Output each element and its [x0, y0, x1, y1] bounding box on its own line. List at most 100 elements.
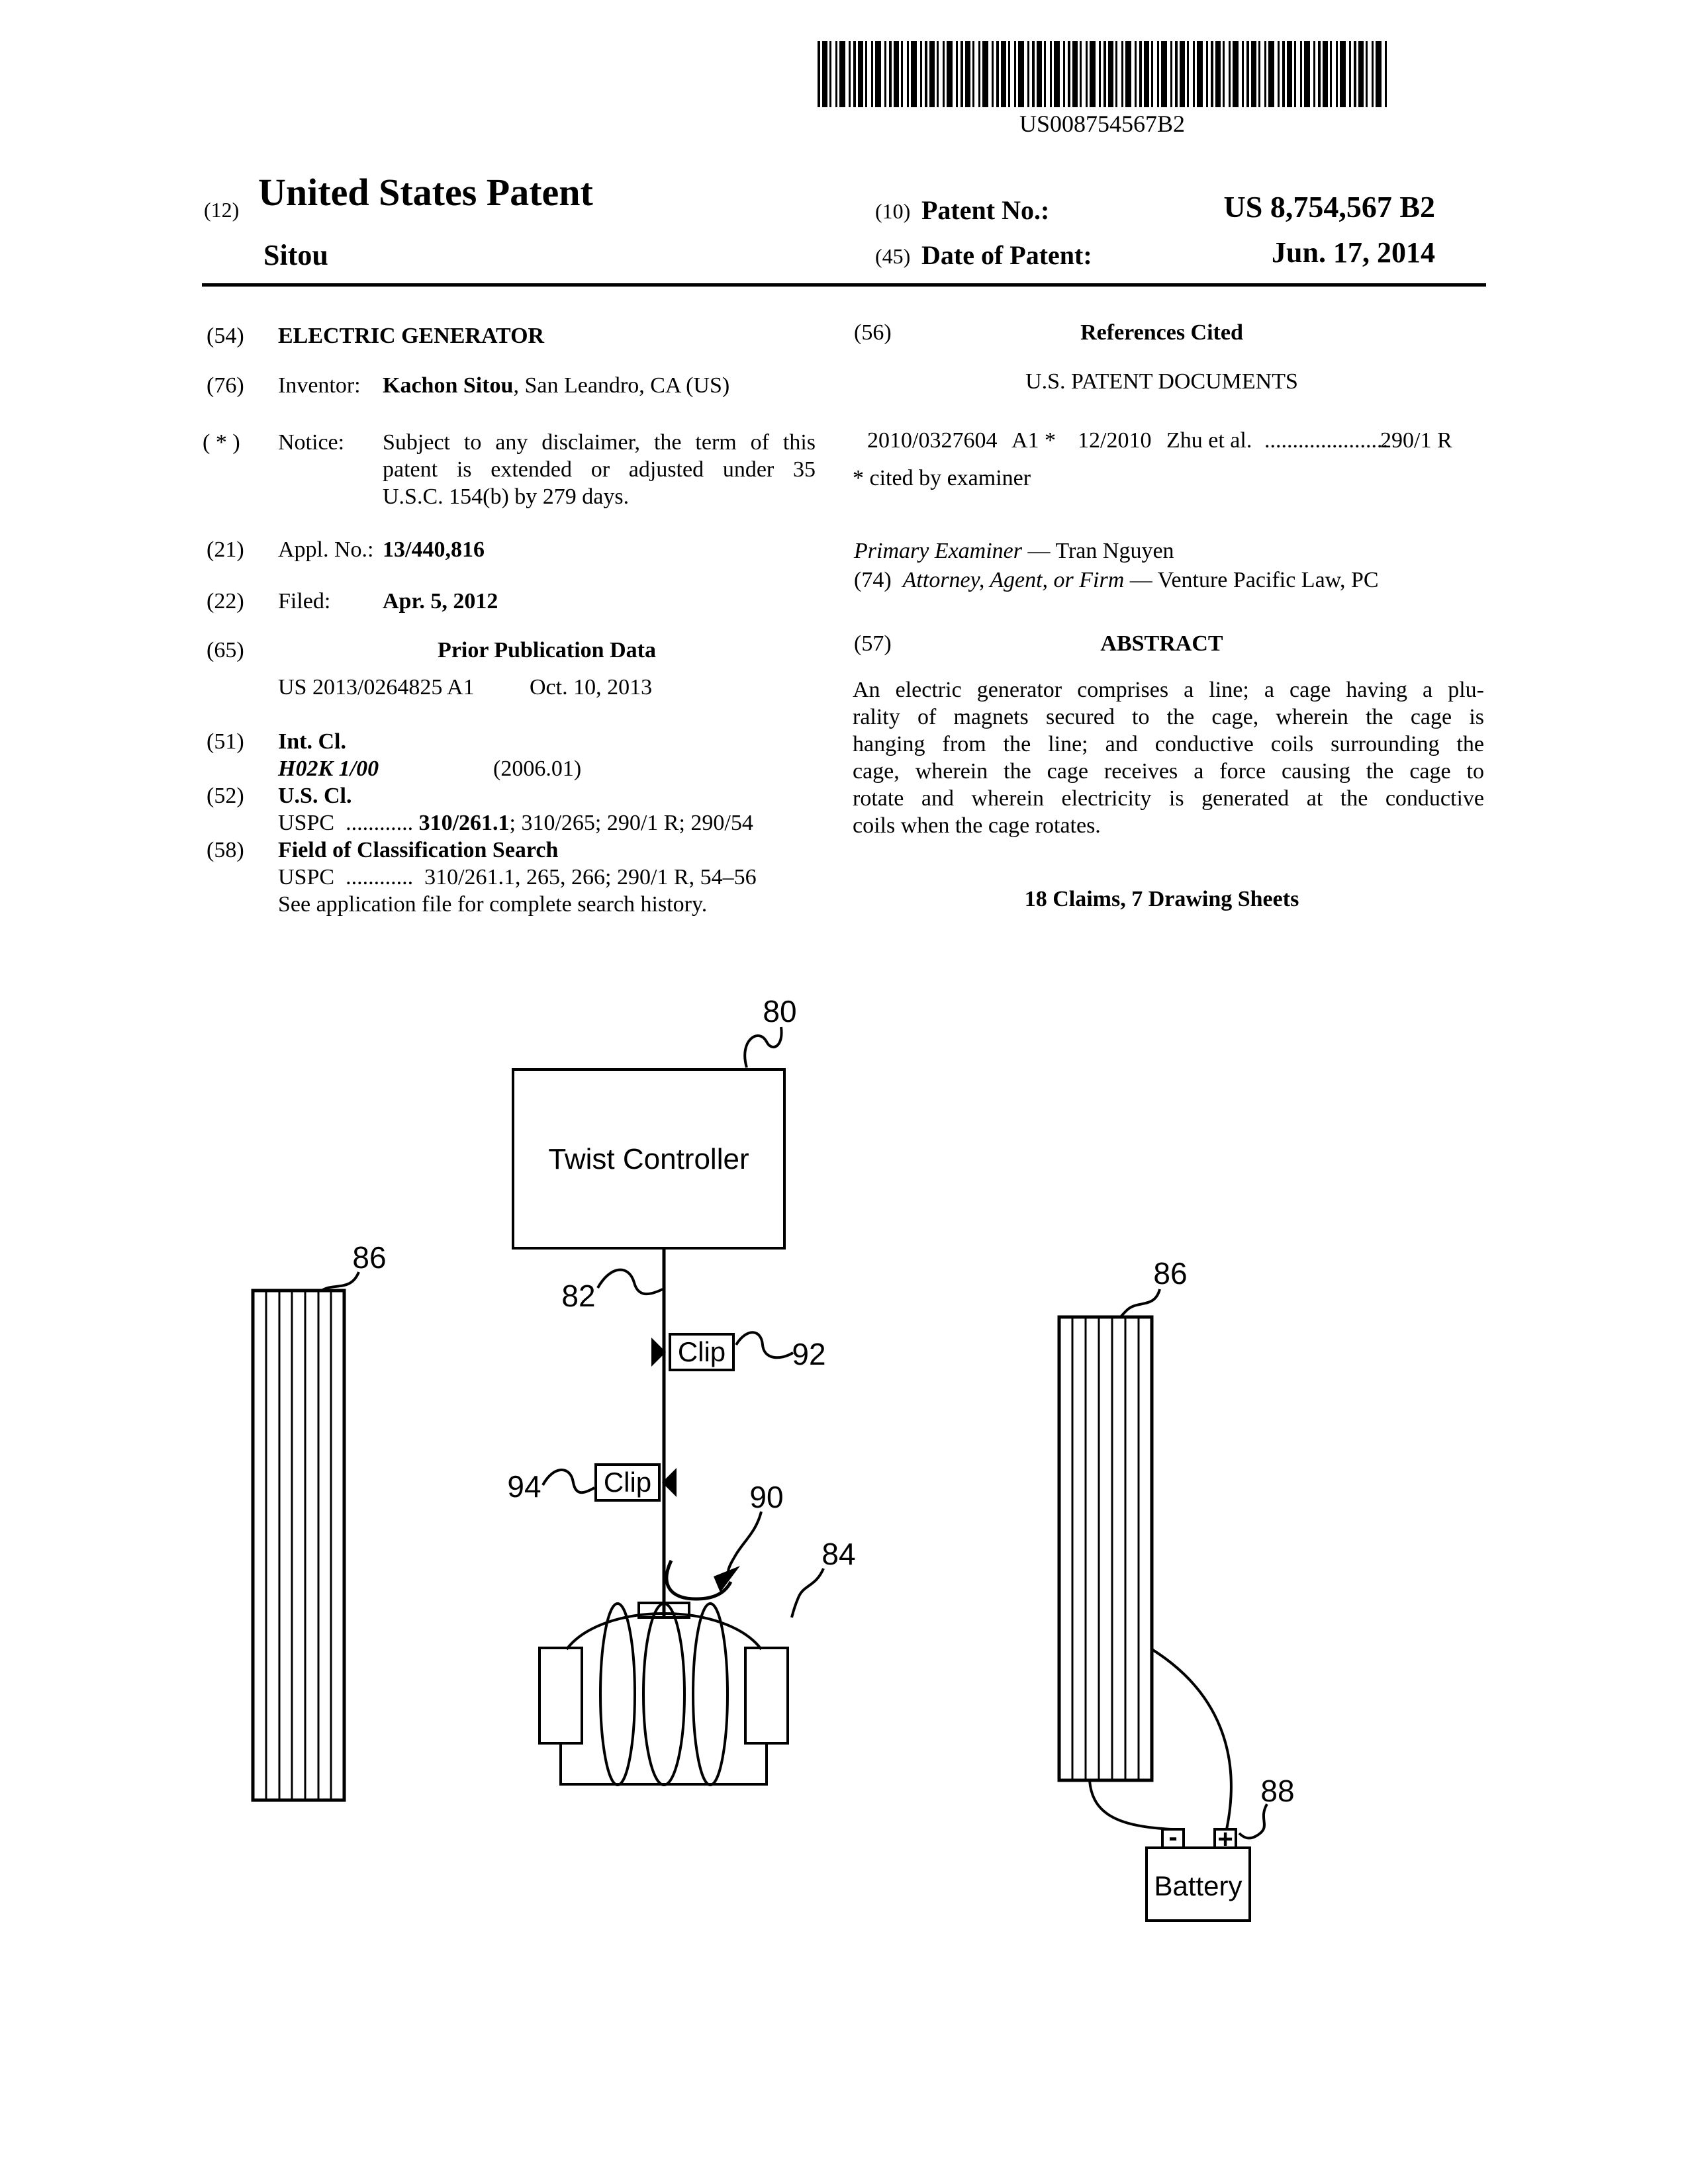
citation-class: 290/1 R	[1380, 428, 1452, 453]
field-51-num: (51)	[207, 729, 244, 754]
citation-number: 2010/0327604	[867, 428, 998, 453]
ref-label-86-right: 86	[1153, 1256, 1187, 1291]
header-kind-num: (12)	[204, 198, 240, 222]
appl-no-label: Appl. No.:	[278, 537, 374, 562]
clip-lower-box	[594, 1463, 661, 1502]
us-cl-value: USPC ............ 310/261.1; 310/265; 29…	[278, 809, 753, 837]
twist-controller-label: Twist Controller	[548, 1143, 749, 1175]
cage-loop	[642, 1602, 686, 1786]
field-search-label: Field of Classification Search	[278, 838, 559, 862]
clip-upper-label: Clip	[678, 1336, 726, 1367]
ref-label-80: 80	[763, 994, 796, 1028]
clip-upper-attachment-icon	[651, 1349, 666, 1367]
citation-name: Zhu et al.	[1166, 428, 1252, 453]
barcode-text: US008754567B2	[1019, 111, 1186, 137]
patent-no-num: (10)	[875, 199, 911, 223]
field-22-num: (22)	[207, 589, 244, 614]
field-74-num: (74)	[854, 568, 892, 592]
coil-left	[251, 1289, 346, 1802]
ref-label-84: 84	[821, 1537, 855, 1571]
prior-pub-date: Oct. 10, 2013	[530, 675, 653, 700]
rotation-arrow-arc	[665, 1559, 733, 1601]
magnet-left	[538, 1647, 583, 1745]
battery-terminal-plus	[1213, 1828, 1237, 1849]
cited-by-examiner-note: * cited by examiner	[853, 466, 1031, 490]
notice-line: Subject to any disclaimer, the term of t…	[383, 430, 816, 455]
uspc-word: USPC	[278, 865, 335, 889]
primary-examiner-line: Primary Examiner — Tran Nguyen	[854, 537, 1174, 565]
clip-upper-box	[669, 1333, 735, 1371]
leader-80	[743, 1026, 783, 1068]
cage-dome	[565, 1612, 763, 1651]
primary-examiner-label: Primary Examiner	[854, 539, 1023, 563]
field-search-value: USPC ............ 310/261.1, 265, 266; 2…	[278, 864, 757, 891]
field-57-num: (57)	[854, 631, 892, 656]
battery-box	[1145, 1846, 1251, 1922]
abstract-line: rotate and wherein electricity is genera…	[853, 786, 1484, 811]
citation-dots: ......................	[1264, 428, 1388, 453]
leader-86-left	[320, 1271, 360, 1292]
us-patent-documents-label: U.S. PATENT DOCUMENTS	[1025, 369, 1298, 394]
leader-84	[790, 1568, 825, 1618]
claims-note: 18 Claims, 7 Drawing Sheets	[1024, 887, 1299, 911]
field-21-num: (21)	[207, 537, 244, 562]
terminal-plus-sign: +	[1217, 1825, 1233, 1854]
date-label: Date of Patent:	[921, 240, 1092, 270]
field-76-num: (76)	[207, 373, 244, 398]
page-title: United States Patent	[258, 171, 593, 214]
cage-loop	[692, 1602, 729, 1786]
leader-82	[596, 1268, 663, 1296]
filed-label: Filed:	[278, 589, 331, 614]
primary-examiner-name: — Tran Nguyen	[1022, 539, 1174, 563]
cage-frame	[559, 1743, 768, 1786]
patent-no-value: US 8,754,567 B2	[1223, 190, 1435, 224]
inventor-label: Inventor:	[278, 373, 361, 398]
notice-label: Notice:	[278, 430, 345, 455]
leader-88	[1238, 1803, 1268, 1840]
ref-label-88: 88	[1260, 1774, 1294, 1808]
ref-label-92: 92	[792, 1337, 825, 1371]
attorney-label: Attorney, Agent, or Firm	[902, 568, 1125, 592]
abstract-line: cage, wherein the cage receives a force …	[853, 759, 1484, 784]
uspc-primary-class: 310/261.1	[418, 811, 510, 835]
notice-num: ( * )	[203, 430, 240, 455]
inventor-surname: Sitou	[263, 239, 328, 271]
battery-label: Battery	[1154, 1870, 1242, 1901]
coil-left-windings	[265, 1291, 332, 1800]
rotation-arrowhead-icon	[714, 1566, 740, 1592]
filed-value: Apr. 5, 2012	[383, 589, 498, 614]
header-rule	[202, 283, 1486, 287]
leader-86-right	[1119, 1289, 1161, 1318]
leader-dots: ............	[346, 865, 414, 889]
ref-label-82: 82	[561, 1279, 595, 1313]
field-58-num: (58)	[207, 838, 244, 862]
leader-90	[727, 1511, 763, 1572]
date-value: Jun. 17, 2014	[1272, 236, 1435, 269]
abstract-line: hanging from the line; and conductive co…	[853, 732, 1484, 756]
clip-lower-attachment-icon	[662, 1480, 677, 1497]
field-search-note: See application file for complete search…	[278, 892, 708, 917]
field-52-num: (52)	[207, 784, 244, 808]
abstract-line: rality of magnets secured to the cage, w…	[853, 705, 1484, 729]
us-cl-label: U.S. Cl.	[278, 784, 352, 808]
leader-94	[541, 1469, 595, 1494]
references-cited-label: References Cited	[1080, 320, 1243, 345]
int-cl-label: Int. Cl.	[278, 729, 346, 754]
inventor-value: Kachon Sitou, San Leandro, CA (US)	[383, 372, 729, 399]
int-cl-year: (2006.01)	[493, 756, 582, 781]
magnet-right	[744, 1647, 789, 1745]
abstract-line: An electric generator comprises a line; …	[853, 678, 1484, 702]
citation-kind: A1 *	[1011, 428, 1056, 453]
invention-title: ELECTRIC GENERATOR	[278, 324, 545, 348]
uspc-other-classes: ; 310/265; 290/1 R; 290/54	[509, 811, 753, 835]
ref-label-90: 90	[749, 1480, 783, 1514]
field-54-num: (54)	[207, 324, 244, 348]
leader-dots: ............	[346, 811, 414, 835]
twist-controller-box	[512, 1068, 786, 1250]
abstract-label: ABSTRACT	[1100, 631, 1223, 656]
notice-line: U.S.C. 154(b) by 279 days.	[383, 484, 630, 509]
ref-label-86-left: 86	[352, 1240, 386, 1275]
field-65-num: (65)	[207, 638, 244, 662]
coil-right	[1057, 1315, 1154, 1782]
